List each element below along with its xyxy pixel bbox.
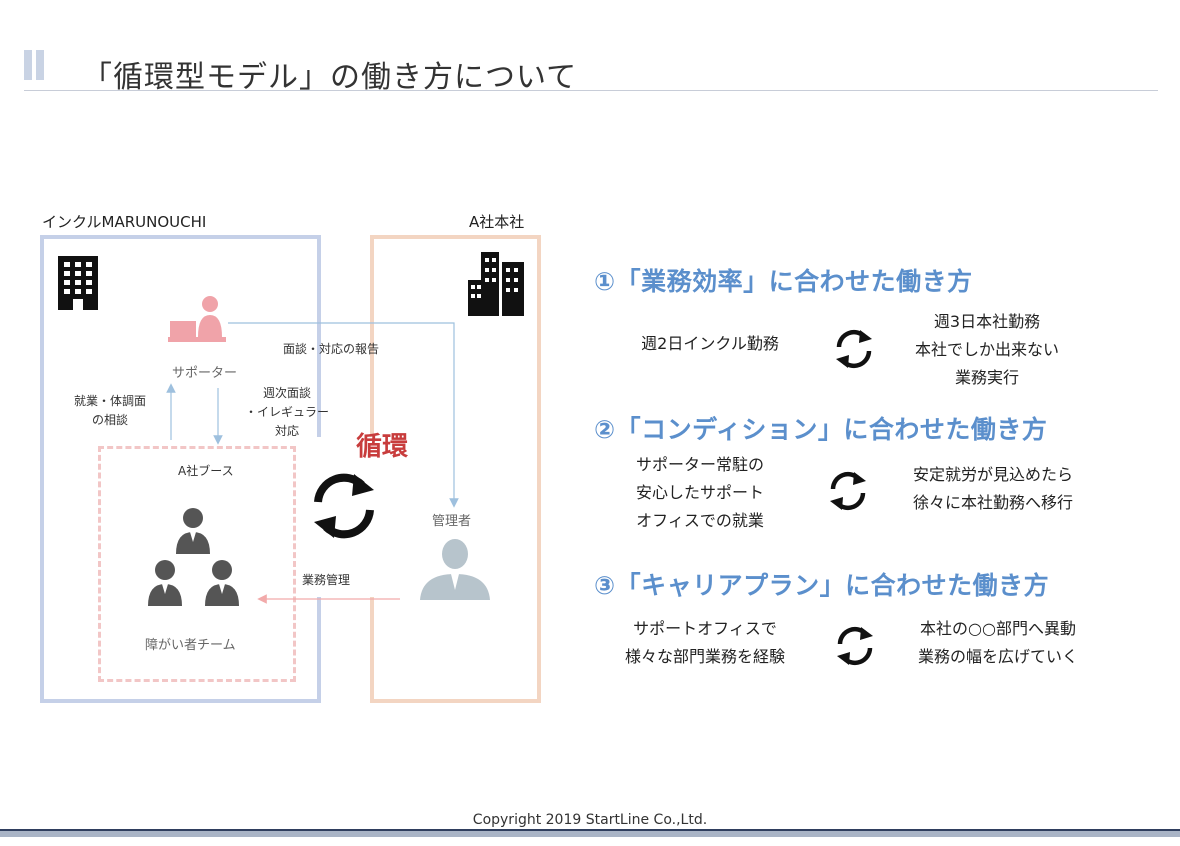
person-icon	[148, 560, 182, 610]
building-icon	[58, 256, 98, 314]
section-3-left-text: サポートオフィスで様々な部門業務を経験	[624, 619, 785, 666]
section-2-left-text: サポーター常駐の安心したサポートオフィスでの就業	[635, 455, 764, 530]
section-1-title: ①「業務効率」に合わせた働き方	[594, 267, 973, 296]
section-3-right-text: 本社の○○部門へ異動業務の幅を広げていく	[917, 619, 1078, 666]
cycle-backdrop	[310, 437, 405, 597]
booth-frame	[98, 446, 296, 682]
page-title: 「循環型モデル」の働き方について	[82, 60, 578, 95]
report-label: 面談・対応の報告	[283, 342, 380, 356]
team-label: 障がい者チーム	[145, 638, 236, 653]
person-icon	[176, 508, 210, 558]
consult-label: 就業・体調面の相談	[73, 394, 146, 427]
footer-bar	[0, 829, 1180, 837]
section-1-left-text: 週2日インクル勤務	[641, 334, 779, 353]
supporter-label: サポーター	[172, 366, 238, 381]
booth-label: A社ブース	[178, 464, 234, 478]
manager-label: 管理者	[432, 514, 472, 529]
cycle-arrows-icon	[826, 469, 870, 517]
manager-icon	[420, 538, 490, 604]
cycle-arrows-icon	[833, 624, 877, 672]
title-divider	[24, 90, 1158, 91]
section-2-right-text: 安定就労が見込めたら徐々に本社勤務へ移行	[912, 465, 1073, 512]
mgmt-label: 業務管理	[302, 573, 351, 587]
cycle-label: 循環	[356, 432, 409, 462]
person-icon	[205, 560, 239, 610]
section-2-title: ②「コンディション」に合わせた働き方	[594, 415, 1048, 444]
weekly-label: 週次面談・イレギュラー対応	[244, 386, 329, 438]
office-towers-icon	[468, 252, 524, 320]
copyright: Copyright 2019 StartLine Co.,Ltd.	[472, 812, 708, 828]
cycle-arrows-icon	[306, 468, 382, 548]
supporter-icon	[168, 295, 228, 351]
title-accent-bars	[24, 50, 48, 80]
section-1-right-text: 週3日本社勤務本社でしか出来ない業務実行	[914, 312, 1059, 387]
cycle-arrows-icon	[832, 327, 876, 375]
right-office-label: A社本社	[469, 213, 525, 231]
section-3-title: ③「キャリアプラン」に合わせた働き方	[594, 571, 1050, 600]
left-office-label: インクルMARUNOUCHI	[42, 213, 207, 231]
